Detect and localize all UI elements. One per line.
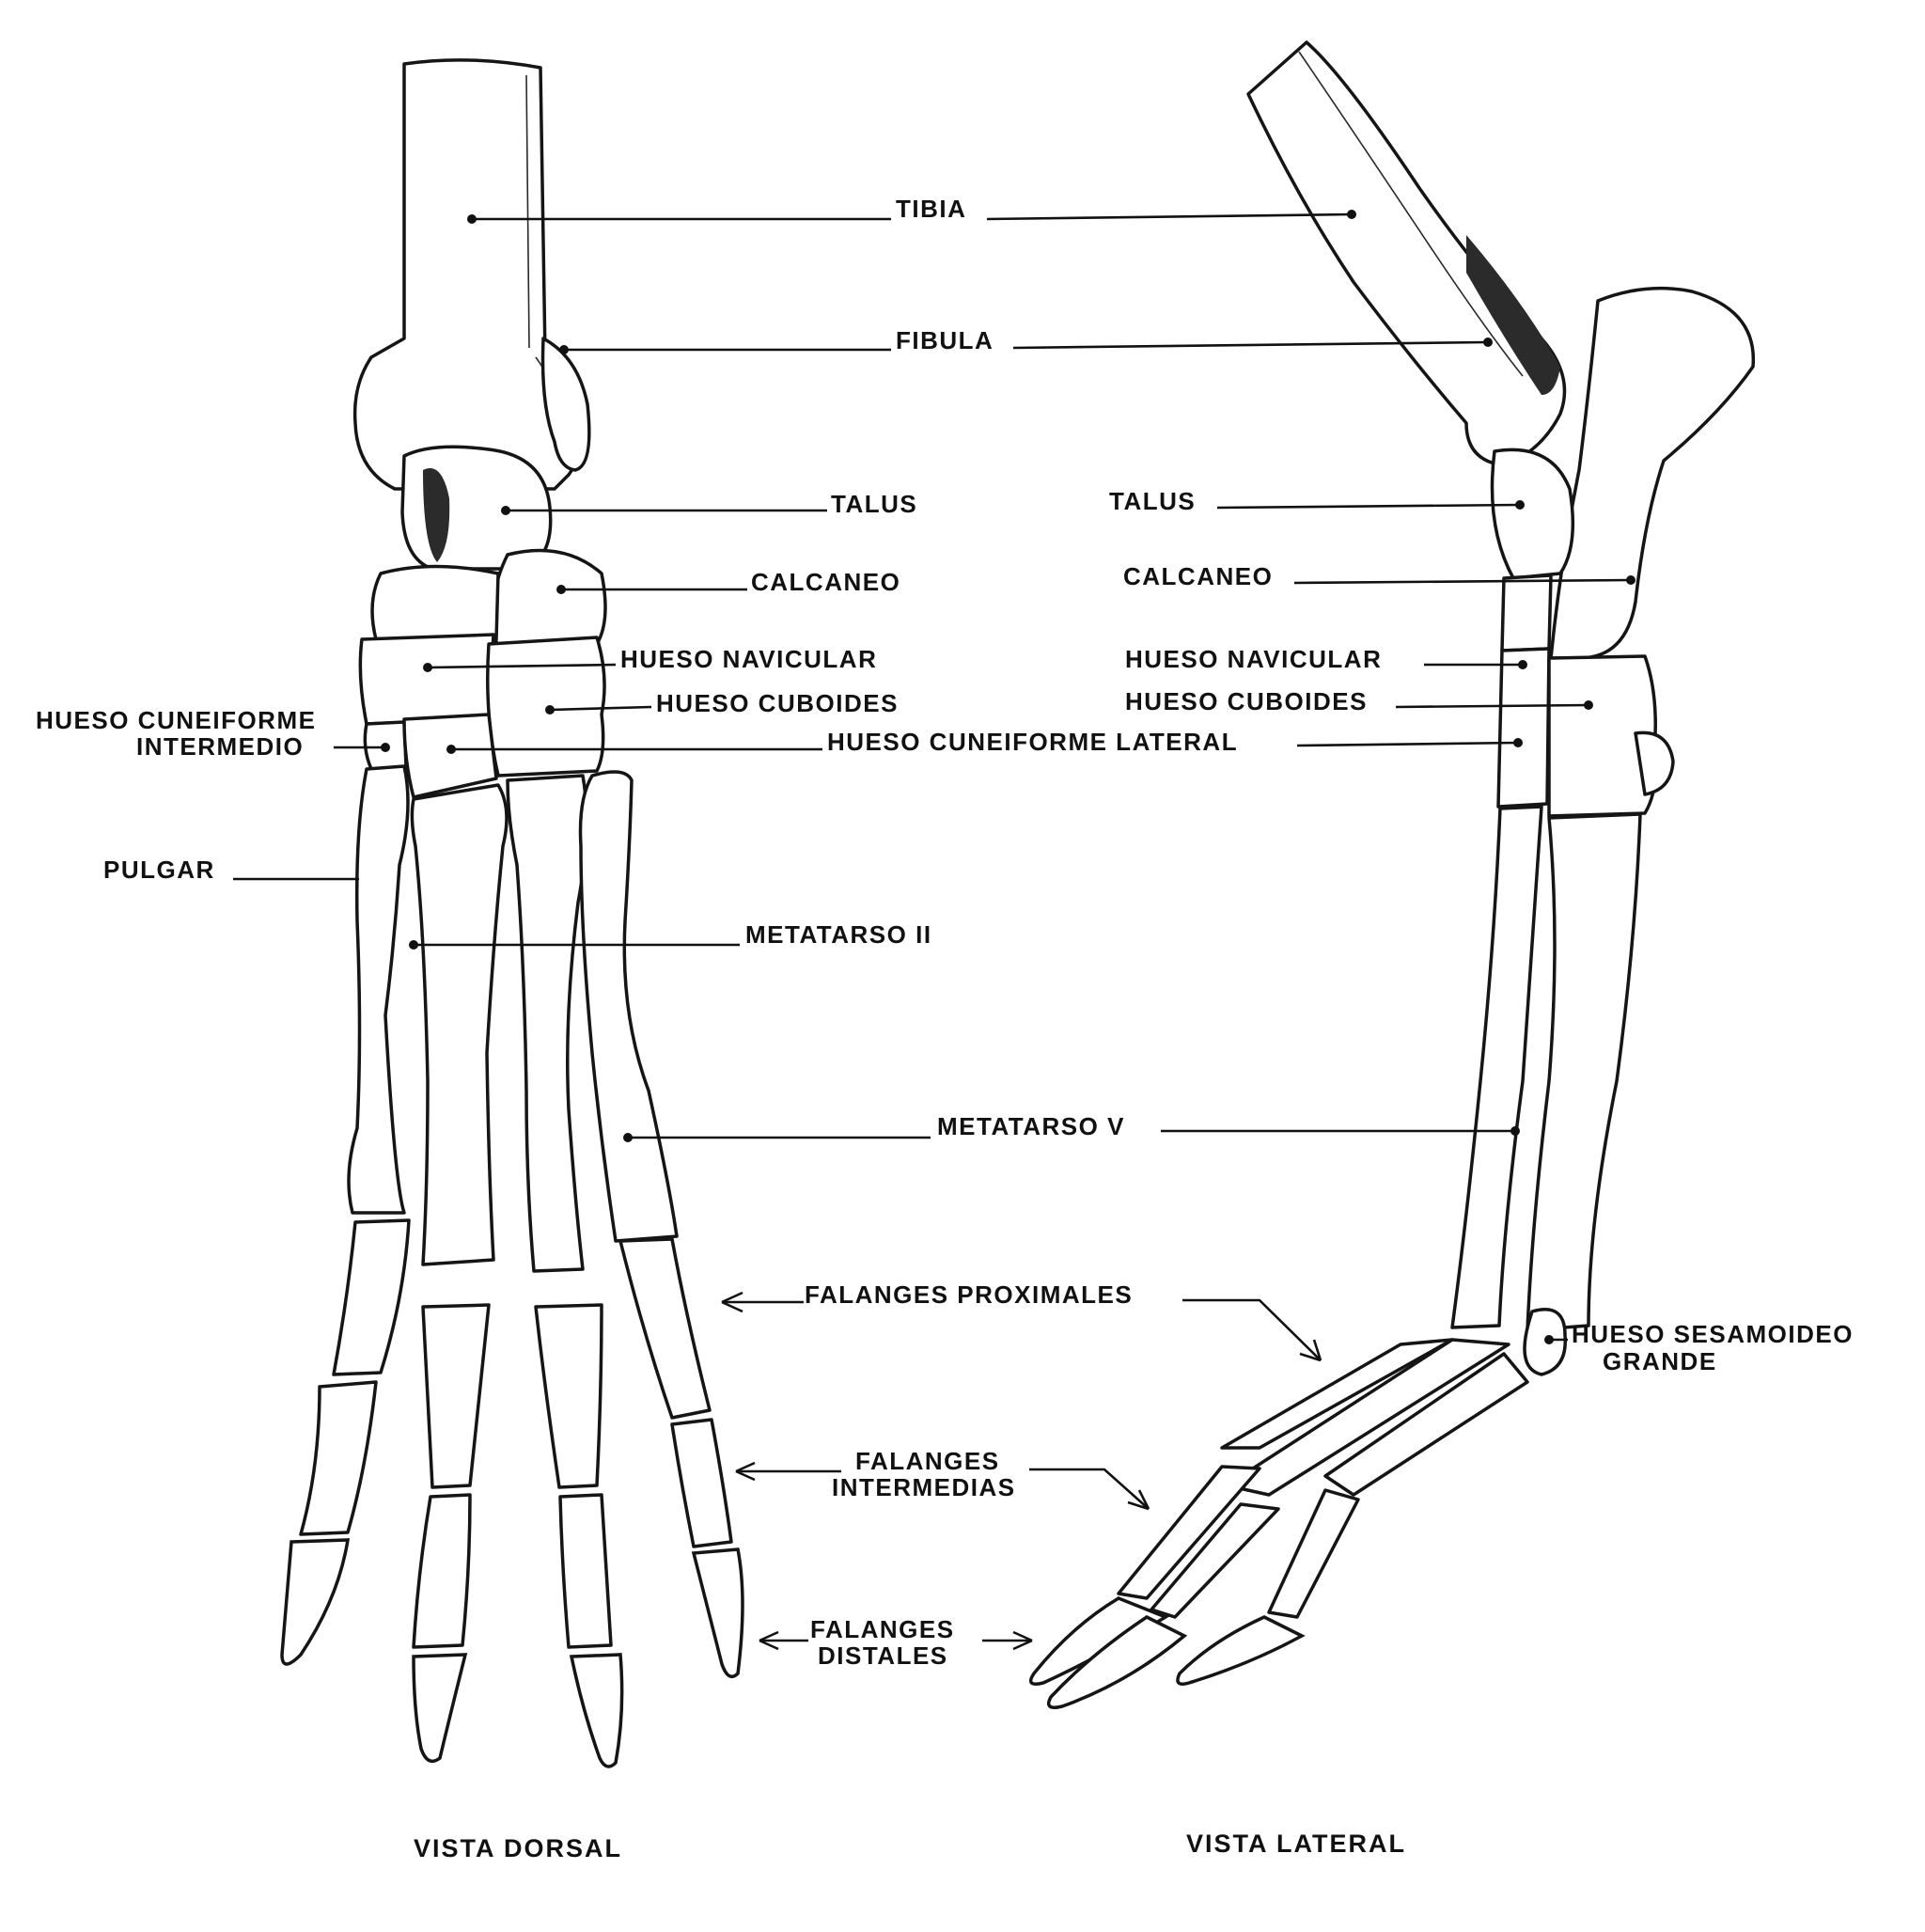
label-pulgar: PULGAR: [103, 856, 215, 884]
lateral-tibia-bone: [1246, 40, 1567, 467]
dorsal-lateral-cuneiform-bone: [402, 713, 498, 799]
dorsal-fibula-bone: [540, 337, 591, 472]
label-navicular-dorsal: HUESO NAVICULAR: [620, 645, 877, 673]
label-tibia: TIBIA: [896, 195, 966, 223]
label-navicular-lateral: HUESO NAVICULAR: [1125, 645, 1382, 673]
lateral-talus-bone: [1490, 448, 1575, 580]
label-calcaneo-lateral: CALCANEO: [1123, 562, 1273, 590]
label-calcaneo-dorsal: CALCANEO: [751, 568, 900, 596]
label-talus-lateral: TALUS: [1109, 487, 1196, 515]
lateral-calcaneus-bone: [1549, 286, 1756, 660]
labels: TIBIA FIBULA TALUS TALUS CALCANEO CALCAN…: [36, 195, 1854, 1670]
caption-dorsal-view: VISTA DORSAL: [414, 1834, 622, 1862]
label-cuneiforme-intermedio-line2: INTERMEDIO: [136, 732, 304, 761]
dorsal-metatarsal-ii: [410, 783, 509, 1266]
label-fibula: FIBULA: [896, 326, 994, 354]
captions: VISTA DORSAL VISTA LATERAL: [414, 1830, 1406, 1862]
dorsal-metatarsal-iii: [506, 774, 588, 1273]
label-falanges-intermedias-line2: INTERMEDIAS: [832, 1473, 1016, 1501]
dorsal-view-illustration: [280, 58, 744, 1768]
dorsal-cuboid-bone: [486, 636, 606, 778]
leader-lines: [233, 210, 1635, 1651]
label-falanges-distales-line1: FALANGES: [810, 1615, 955, 1643]
label-cuboides-lateral: HUESO CUBOIDES: [1125, 687, 1368, 715]
label-cuboides-dorsal: HUESO CUBOIDES: [656, 689, 899, 717]
lateral-lateral-cuneiform-bone: [1496, 647, 1551, 809]
lateral-fibula-bone: [1298, 51, 1524, 377]
label-falanges-intermedias-line1: FALANGES: [855, 1447, 1000, 1475]
lateral-view-illustration: [1028, 40, 1756, 1709]
label-sesamoideo-line1: HUESO SESAMOIDEO: [1572, 1320, 1854, 1348]
dorsal-navicular-bone: [358, 633, 495, 726]
dorsal-calcaneus-bone: [491, 548, 607, 651]
lateral-navicular-bone: [1500, 573, 1553, 652]
label-metatarso-v: METATARSO V: [937, 1112, 1125, 1140]
dorsal-metatarsal-v: [578, 770, 679, 1243]
label-cuneiforme-intermedio-line1: HUESO CUNEIFORME: [36, 706, 316, 734]
caption-lateral-view: VISTA LATERAL: [1186, 1830, 1406, 1858]
label-metatarso-ii: METATARSO II: [745, 920, 932, 949]
label-falanges-proximales: FALANGES PROXIMALES: [805, 1280, 1133, 1309]
label-talus-dorsal: TALUS: [831, 490, 917, 518]
label-sesamoideo-line2: GRANDE: [1603, 1347, 1717, 1375]
dorsal-thumb-metatarsal: [347, 764, 410, 1215]
label-cuneiforme-lateral: HUESO CUNEIFORME LATERAL: [827, 728, 1238, 756]
label-falanges-distales-line2: DISTALES: [818, 1641, 948, 1670]
lateral-metatarsal-v: [1526, 812, 1642, 1332]
